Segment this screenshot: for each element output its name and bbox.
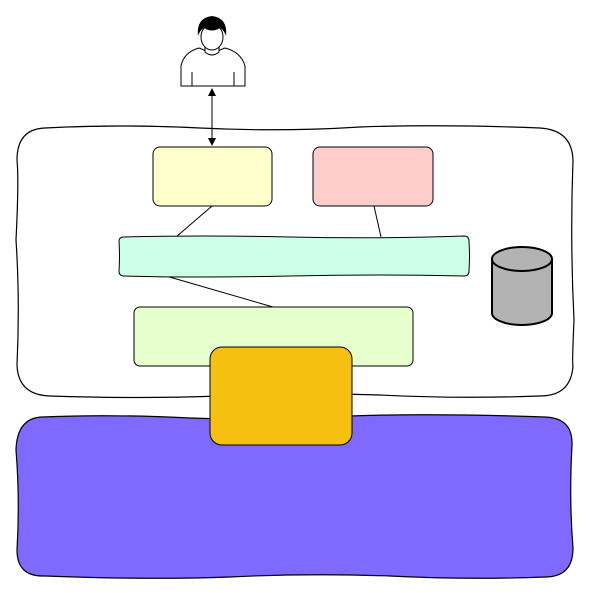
highlight-box <box>209 346 353 446</box>
connector-middle-bar-to-lower-box <box>165 275 274 308</box>
top-right-box <box>312 146 434 207</box>
middle-bar <box>118 235 470 278</box>
user-icon <box>180 16 246 87</box>
database-icon <box>491 246 553 326</box>
connector-top-left-box-to-middle-bar <box>175 205 213 238</box>
connector-top-right-box-to-middle-bar <box>373 205 382 238</box>
top-left-box <box>152 146 273 207</box>
